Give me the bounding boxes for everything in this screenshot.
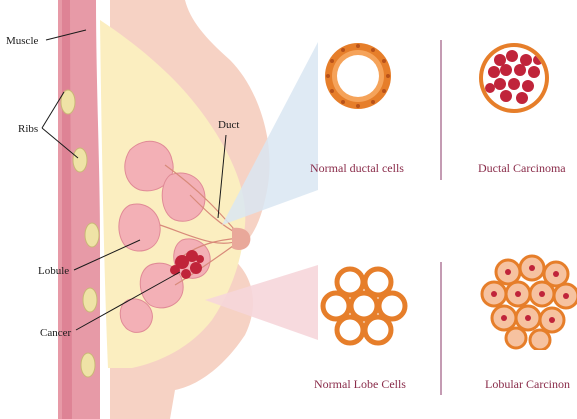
label-muscle: Muscle: [6, 35, 39, 47]
rib-3: [85, 223, 99, 247]
rib-4: [83, 288, 97, 312]
label-lobule: Lobule: [38, 265, 69, 277]
rib-2: [73, 148, 87, 172]
rib-5: [81, 353, 95, 377]
caption-lobular-carcinoma: Lobular Carcinon: [485, 377, 570, 391]
lobular-carcinoma-icon: [482, 256, 577, 350]
normal-ductal-cells-icon: [325, 43, 391, 109]
caption-normal-ductal-cells: Normal ductal cells: [310, 161, 404, 175]
caption-ductal-carcinoma: Ductal Carcinoma: [478, 161, 566, 175]
ductal-carcinoma-icon: [479, 43, 549, 113]
label-ribs: Ribs: [18, 123, 38, 135]
normal-lobe-cells-icon: [323, 269, 405, 343]
caption-normal-lobe-cells: Normal Lobe Cells: [314, 377, 406, 391]
label-cancer: Cancer: [40, 327, 71, 339]
label-duct: Duct: [218, 119, 239, 131]
